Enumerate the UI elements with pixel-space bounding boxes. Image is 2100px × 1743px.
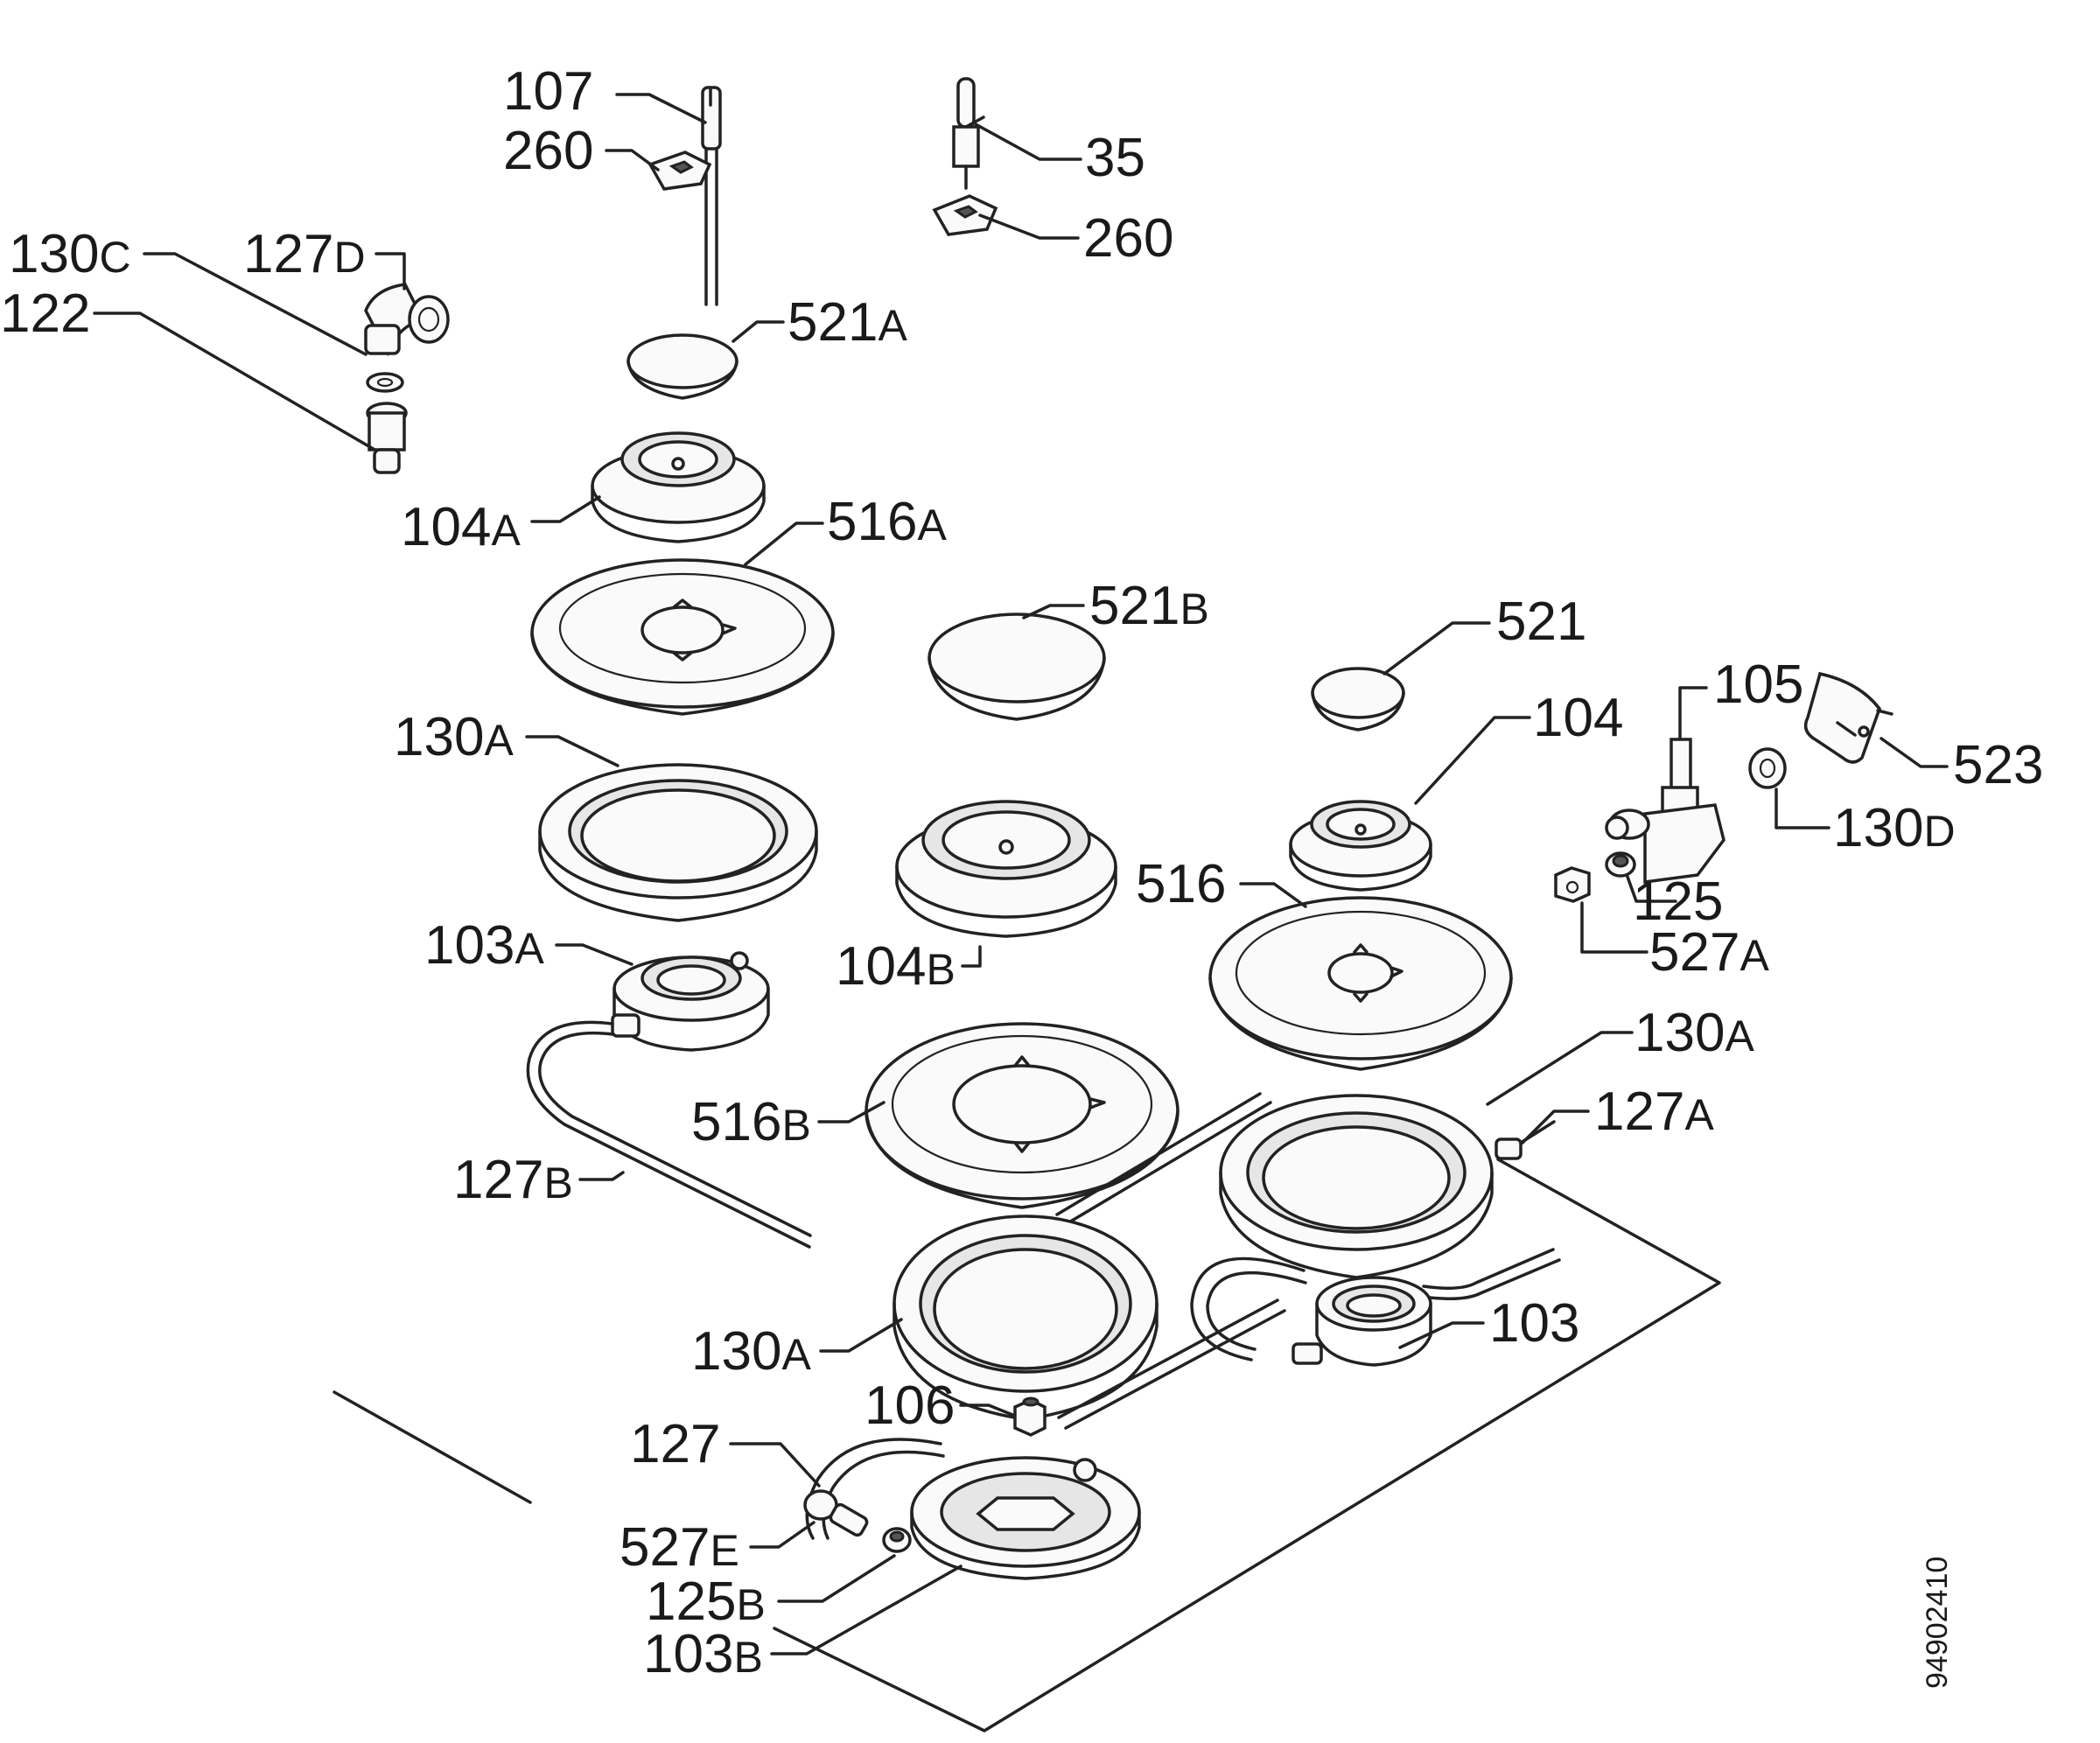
callout-35: 35: [1085, 128, 1145, 188]
callout-127d: 127D: [243, 224, 366, 284]
burner-cup-103b: [910, 1456, 1141, 1580]
callout-106: 106: [864, 1376, 956, 1436]
gas-pipe-127b: [526, 1020, 812, 1249]
gas-pipe-127a: [1057, 1120, 1561, 1430]
nozzle-125b: [882, 1527, 912, 1553]
callout-130d: 130D: [1833, 798, 1956, 858]
clip-260-right: [932, 194, 998, 236]
burner-crown-104b: [895, 800, 1117, 938]
washer-130c: [366, 372, 404, 393]
callout-103: 103: [1489, 1293, 1580, 1354]
connector-527e: [803, 1489, 869, 1537]
callout-521a: 521A: [788, 292, 907, 353]
elbow-fitting-127d: [364, 283, 450, 357]
callout-125b: 125B: [646, 1572, 766, 1632]
sealing-ring-130a-middle: [892, 1214, 1158, 1421]
callout-107: 107: [503, 61, 594, 122]
washer-130d: [1748, 747, 1787, 789]
gas-pipe-middle: [1055, 1092, 1272, 1225]
callout-127a: 127A: [1594, 1082, 1714, 1142]
callout-516: 516: [1136, 854, 1227, 914]
hob-base-outline: [332, 1158, 1721, 1732]
callout-122: 122: [0, 284, 91, 344]
callout-130a-middle: 130A: [691, 1321, 811, 1382]
callout-260-right: 260: [1083, 208, 1174, 269]
callout-127: 127: [630, 1414, 721, 1474]
electrode-35: [952, 77, 985, 190]
callout-125: 125: [1633, 872, 1724, 932]
callout-527e: 527E: [620, 1517, 739, 1578]
callout-527a: 527A: [1649, 922, 1769, 983]
leader-lines: [93, 93, 1949, 1656]
callout-104b: 104B: [836, 936, 956, 997]
callout-130a-right: 130A: [1634, 1003, 1754, 1063]
bracket-523: [1803, 671, 1894, 764]
callout-130a-left: 130A: [394, 707, 514, 767]
gas-valve-105: [1605, 738, 1726, 884]
callout-103b: 103B: [643, 1624, 763, 1684]
burner-cup-103: [1292, 1276, 1432, 1367]
nozzle-125: [1605, 851, 1636, 878]
sealing-ring-130a-left: [538, 763, 818, 922]
thermocouple-107: [701, 86, 722, 306]
callout-516b: 516B: [691, 1092, 811, 1152]
callout-127b: 127B: [453, 1150, 573, 1210]
callout-523: 523: [1953, 735, 2044, 795]
callout-105: 105: [1713, 654, 1804, 715]
callout-260-left: 260: [503, 121, 594, 181]
injector-106: [1013, 1396, 1046, 1437]
burner-cap-521a: [626, 333, 738, 400]
burner-crown-104: [1289, 800, 1432, 892]
diagram-code: 94902410: [1921, 1556, 1954, 1689]
nut-527a: [1554, 866, 1591, 903]
burner-cup-103a: [611, 951, 770, 1052]
nozzle-holder-122: [366, 402, 408, 474]
clip-260-left: [648, 150, 712, 191]
burner-cap-521b: [928, 612, 1106, 721]
burner-crown-104a: [591, 431, 766, 543]
callout-103a: 103A: [424, 915, 544, 976]
flame-spreader-516a: [530, 558, 835, 716]
callout-104a: 104A: [401, 497, 521, 557]
callout-521: 521: [1496, 592, 1587, 652]
flame-spreader-516b: [864, 1022, 1180, 1209]
burner-cap-521: [1311, 667, 1405, 732]
sealing-ring-130a-right: [1219, 1094, 1494, 1279]
callout-521b: 521B: [1089, 576, 1209, 636]
callout-104: 104: [1533, 688, 1624, 748]
callout-130c: 130C: [9, 224, 131, 284]
callout-516a: 516A: [827, 492, 947, 552]
flame-spreader-516: [1208, 896, 1513, 1071]
